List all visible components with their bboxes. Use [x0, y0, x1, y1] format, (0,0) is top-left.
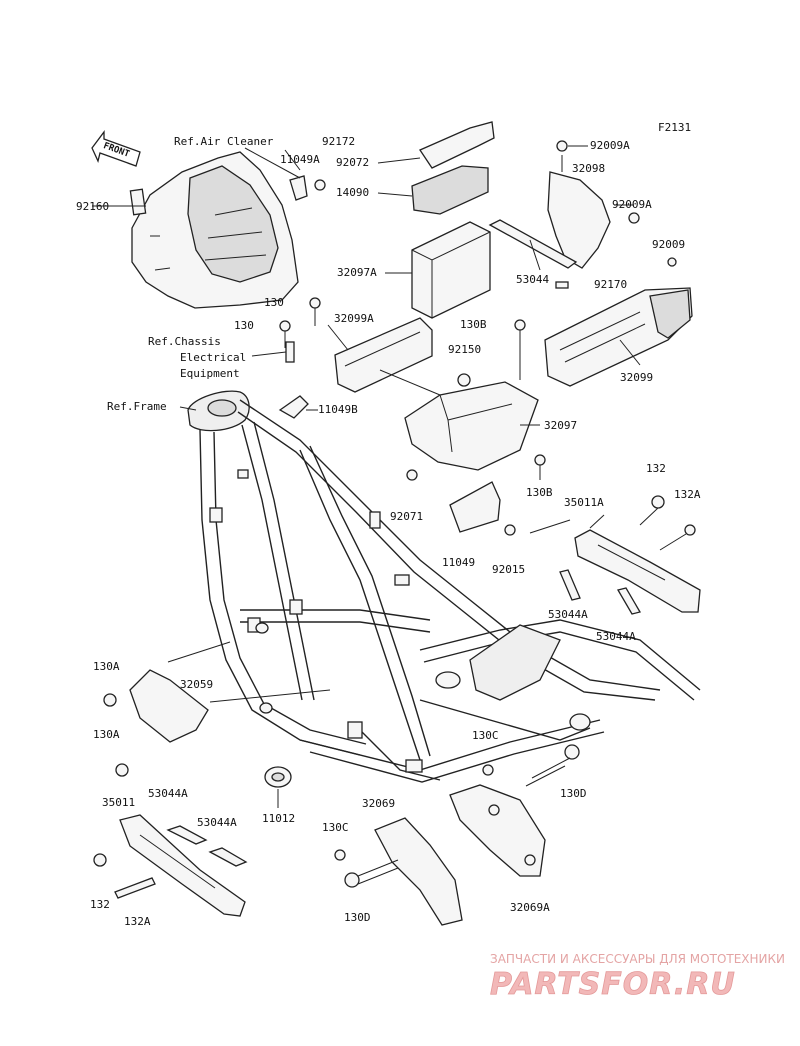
battery-tray	[404, 381, 539, 471]
callout-32069A: 32069A	[510, 901, 550, 914]
footrest-bracket-right	[559, 529, 701, 615]
callout-11049: 11049	[442, 556, 475, 569]
callout-53044A-r2: 53044A	[596, 630, 636, 643]
callout-132A-bot: 132A	[124, 915, 151, 928]
diagram-code: F2131	[658, 121, 691, 134]
callout-14090: 14090	[336, 186, 369, 199]
callout-35011A: 35011A	[564, 496, 604, 509]
callout-53044A-r1: 53044A	[548, 608, 588, 621]
callout-130C-left: 130C	[322, 821, 349, 834]
callout-130-a: 130	[264, 296, 284, 309]
callout-130A-bot: 130A	[93, 728, 120, 741]
watermark-logo: PARTSFOR.RU	[490, 967, 736, 1002]
callout-11049A: 11049A	[280, 153, 320, 166]
callout-32099: 32099	[620, 371, 653, 384]
callout-130D-right: 130D	[560, 787, 587, 800]
air-cleaner-housing	[129, 151, 299, 309]
front-arrow-icon: FRONT	[91, 130, 141, 167]
callout-92009A-mid: 92009A	[612, 198, 652, 211]
callout-32099A: 32099A	[334, 312, 374, 325]
callout-130-b: 130	[234, 319, 254, 332]
callout-53044: 53044	[516, 273, 549, 286]
callout-35011: 35011	[102, 796, 135, 809]
ref-frame: Ref.Frame	[107, 400, 167, 413]
callout-132-top: 132	[646, 462, 666, 475]
callout-132-bot: 132	[90, 898, 110, 911]
callout-32097: 32097	[544, 419, 577, 432]
main-frame	[187, 390, 701, 783]
callout-53044A-l1: 53044A	[148, 787, 188, 800]
footrest-bracket-left	[119, 814, 246, 917]
callout-53044A-l2: 53044A	[197, 816, 237, 829]
ref-chassis-line3: Equipment	[180, 367, 240, 380]
bolt-130-top-icon	[309, 297, 321, 326]
ref-chassis-line1: Ref.Chassis	[148, 335, 221, 348]
callout-130B-bot: 130B	[526, 486, 553, 499]
callout-92160: 92160	[76, 200, 109, 213]
callout-130C-right: 130C	[472, 729, 499, 742]
callout-92009A-top: 92009A	[590, 139, 630, 152]
callout-32059: 32059	[180, 678, 213, 691]
callout-130B-top: 130B	[460, 318, 487, 331]
callout-92071: 92071	[390, 510, 423, 523]
watermark-caption: ЗАПЧАСТИ И АКСЕССУАРЫ ДЛЯ МОТОТЕХНИКИ	[490, 952, 785, 966]
callout-92009: 92009	[652, 238, 685, 251]
callout-92072: 92072	[336, 156, 369, 169]
ref-air-cleaner: Ref.Air Cleaner	[174, 135, 274, 148]
bolt-130-mid-icon	[279, 320, 291, 348]
callout-11012: 11012	[262, 812, 295, 825]
callout-130D-left: 130D	[344, 911, 371, 924]
ref-chassis-line2: Electrical	[180, 351, 246, 364]
callout-132A-top: 132A	[674, 488, 701, 501]
callout-92015: 92015	[492, 563, 525, 576]
callout-130A-top: 130A	[93, 660, 120, 673]
callout-11049B: 11049B	[318, 403, 358, 416]
callout-92172: 92172	[322, 135, 355, 148]
callout-32097A: 32097A	[337, 266, 377, 279]
callout-32069: 32069	[362, 797, 395, 810]
callout-32098: 32098	[572, 162, 605, 175]
callout-92150: 92150	[448, 343, 481, 356]
callout-92170: 92170	[594, 278, 627, 291]
